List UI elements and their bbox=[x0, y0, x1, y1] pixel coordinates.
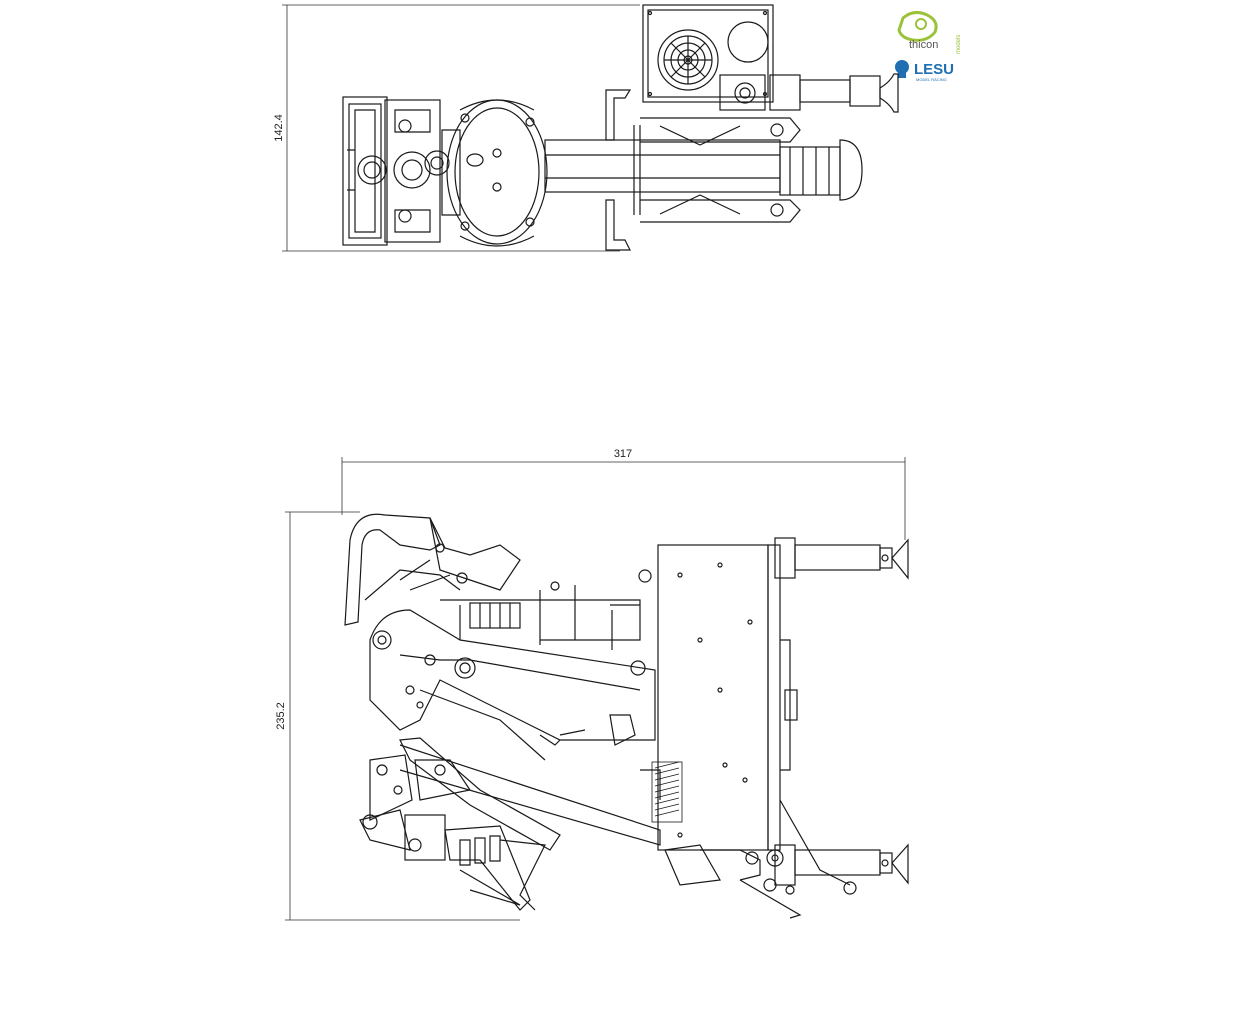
dimension-label-top-height: 142.4 bbox=[273, 114, 285, 142]
bottom-view-drawing bbox=[285, 457, 909, 921]
dimension-line-bottom-height bbox=[285, 511, 520, 921]
lesu-logo: LESU MODEL RACING bbox=[895, 60, 954, 82]
thicon-logo-text: thicon bbox=[909, 39, 938, 51]
dimension-line-top-height bbox=[282, 4, 640, 252]
vent-grille bbox=[651, 761, 683, 823]
dimension-line-bottom-length bbox=[341, 457, 906, 540]
lesu-emblem-icon bbox=[895, 60, 909, 74]
lesu-logo-sub: MODEL RACING bbox=[916, 77, 947, 82]
top-view-drawing bbox=[282, 4, 899, 252]
cooling-fan-icon bbox=[657, 29, 719, 91]
lesu-logo-text: LESU bbox=[914, 61, 954, 78]
brand-logos: thicon models LESU MODEL RACING bbox=[895, 11, 962, 82]
dimension-label-bottom-height: 235.2 bbox=[275, 702, 287, 730]
thicon-logo: thicon models bbox=[897, 11, 962, 54]
dimension-label-bottom-length: 317 bbox=[614, 448, 632, 460]
thicon-logo-sub: models bbox=[956, 35, 962, 54]
